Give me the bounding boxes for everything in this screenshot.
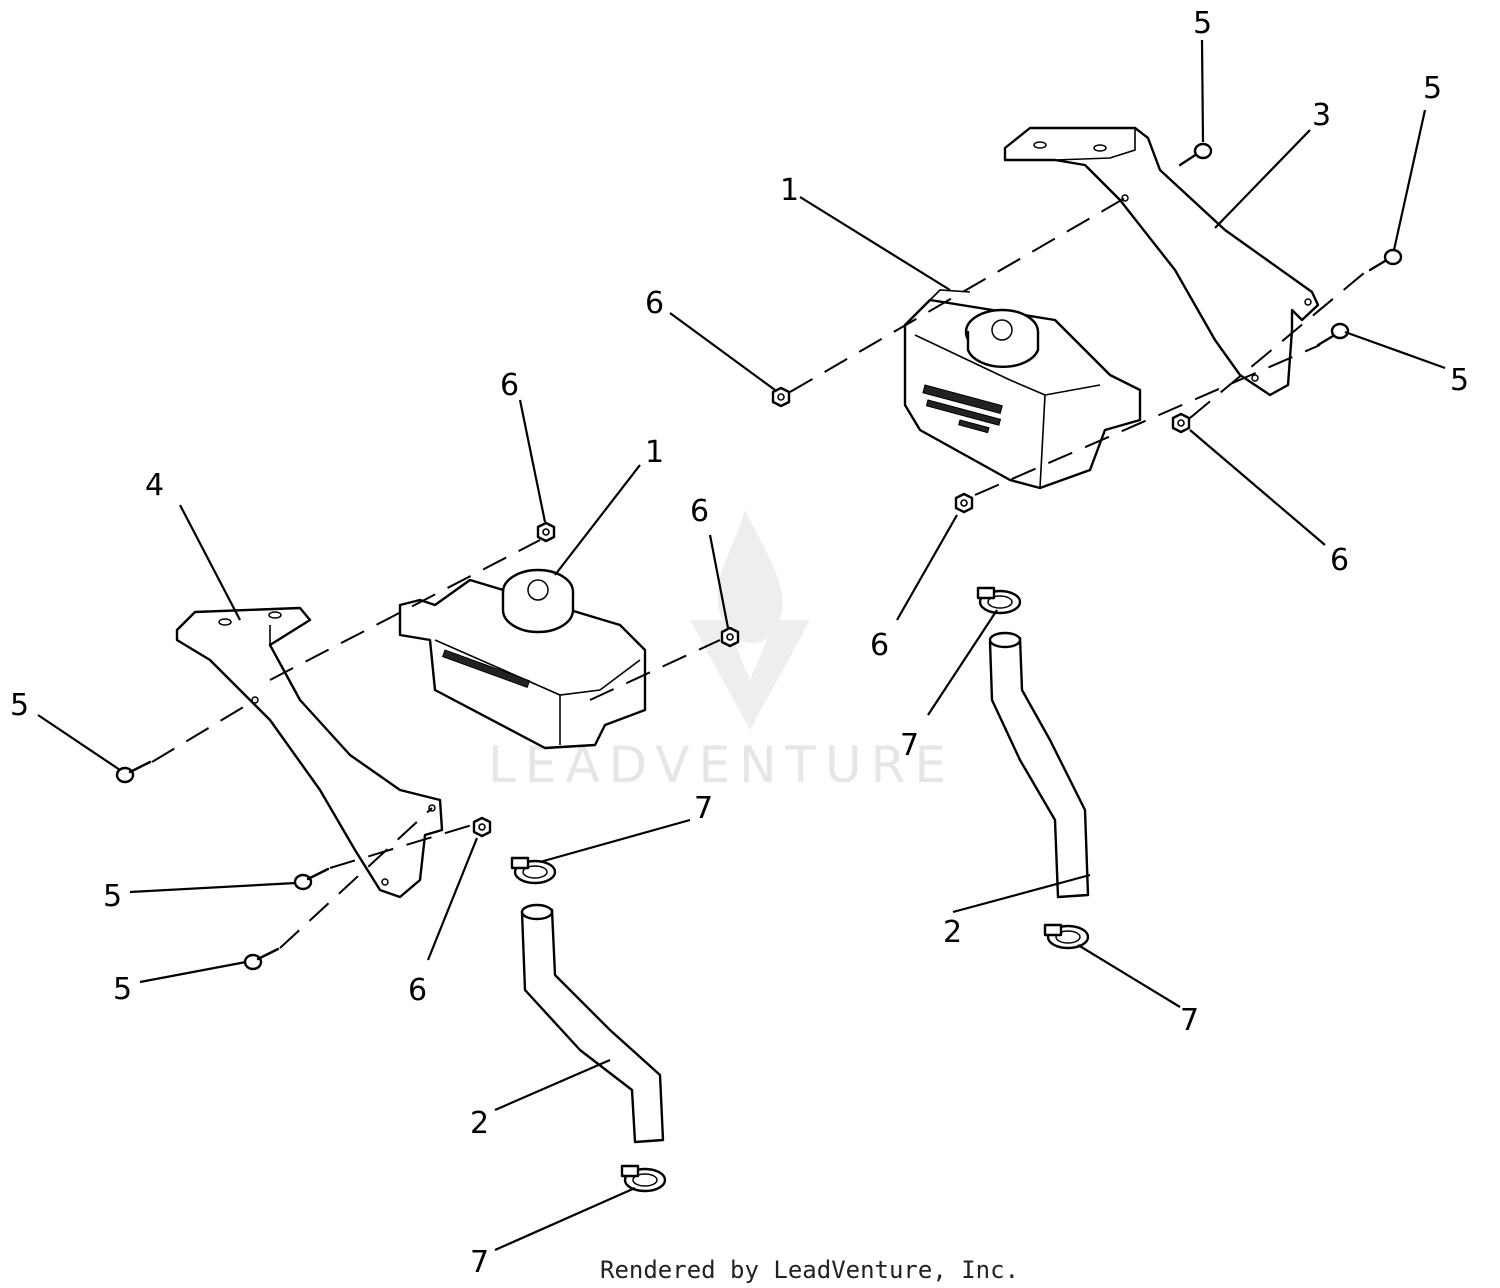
right-hose-clamp-top bbox=[976, 586, 1022, 615]
callout-right-nut-right: 6 bbox=[1330, 543, 1349, 578]
callout-right-nut-left: 6 bbox=[645, 286, 664, 321]
callout-left-nut-bottom: 6 bbox=[408, 973, 427, 1008]
callout-left-clamp-top: 7 bbox=[694, 791, 713, 826]
callout-left-bolt-upper: 5 bbox=[10, 688, 29, 723]
right-hose-clamp-bottom bbox=[1043, 923, 1090, 950]
left-nut-top bbox=[536, 521, 556, 543]
callout-labels: 1 1 2 2 3 4 5 5 5 5 5 5 6 6 6 6 6 6 7 7 … bbox=[10, 6, 1469, 1280]
right-bolt-top bbox=[1178, 142, 1213, 167]
callout-left-nut-right: 6 bbox=[690, 494, 709, 529]
callout-left-bracket: 4 bbox=[145, 468, 164, 503]
leader-lines bbox=[37, 39, 1446, 1252]
left-coolant-tank bbox=[398, 568, 647, 750]
left-coolant-hose bbox=[520, 903, 665, 1144]
left-nut-right bbox=[720, 626, 740, 648]
right-bolt-upper bbox=[1368, 248, 1403, 272]
callout-left-hose: 2 bbox=[470, 1106, 489, 1141]
left-hose-clamp-top bbox=[510, 856, 557, 885]
callout-right-tank: 1 bbox=[780, 173, 799, 208]
watermark-flame-icon bbox=[717, 510, 783, 644]
right-nut-right bbox=[1171, 412, 1191, 434]
callout-right-bracket: 3 bbox=[1312, 98, 1331, 133]
right-nut-bottom bbox=[954, 492, 974, 514]
right-nut-left bbox=[771, 386, 791, 408]
callout-right-bolt-upper: 5 bbox=[1423, 71, 1442, 106]
callout-left-bolt-mid: 5 bbox=[103, 879, 122, 914]
callout-right-nut-bottom: 6 bbox=[870, 628, 889, 663]
callout-right-bolt-lower: 5 bbox=[1450, 363, 1469, 398]
left-hose-clamp-bottom bbox=[620, 1164, 667, 1193]
callout-right-bolt-top: 5 bbox=[1193, 6, 1212, 41]
callout-left-tank: 1 bbox=[645, 435, 664, 470]
callout-right-clamp-bottom: 7 bbox=[1180, 1003, 1199, 1038]
right-mounting-bracket bbox=[1003, 126, 1320, 397]
callout-left-clamp-bottom: 7 bbox=[470, 1245, 489, 1280]
left-bolt-mid bbox=[293, 867, 330, 891]
callout-right-hose: 2 bbox=[943, 915, 962, 950]
right-bolt-lower bbox=[1316, 322, 1350, 347]
left-nut-bottom bbox=[472, 816, 492, 838]
left-mounting-bracket bbox=[175, 606, 444, 899]
watermark-chevron-icon bbox=[690, 620, 810, 730]
callout-left-nut-top: 6 bbox=[500, 368, 519, 403]
right-coolant-hose bbox=[988, 631, 1090, 899]
right-coolant-tank bbox=[903, 289, 1142, 490]
callout-left-bolt-lower: 5 bbox=[113, 972, 132, 1007]
render-credit: Rendered by LeadVenture, Inc. bbox=[600, 1256, 1019, 1284]
left-bolt-upper bbox=[115, 760, 152, 784]
left-bolt-lower bbox=[243, 947, 280, 971]
callout-right-clamp-top: 7 bbox=[900, 728, 919, 763]
